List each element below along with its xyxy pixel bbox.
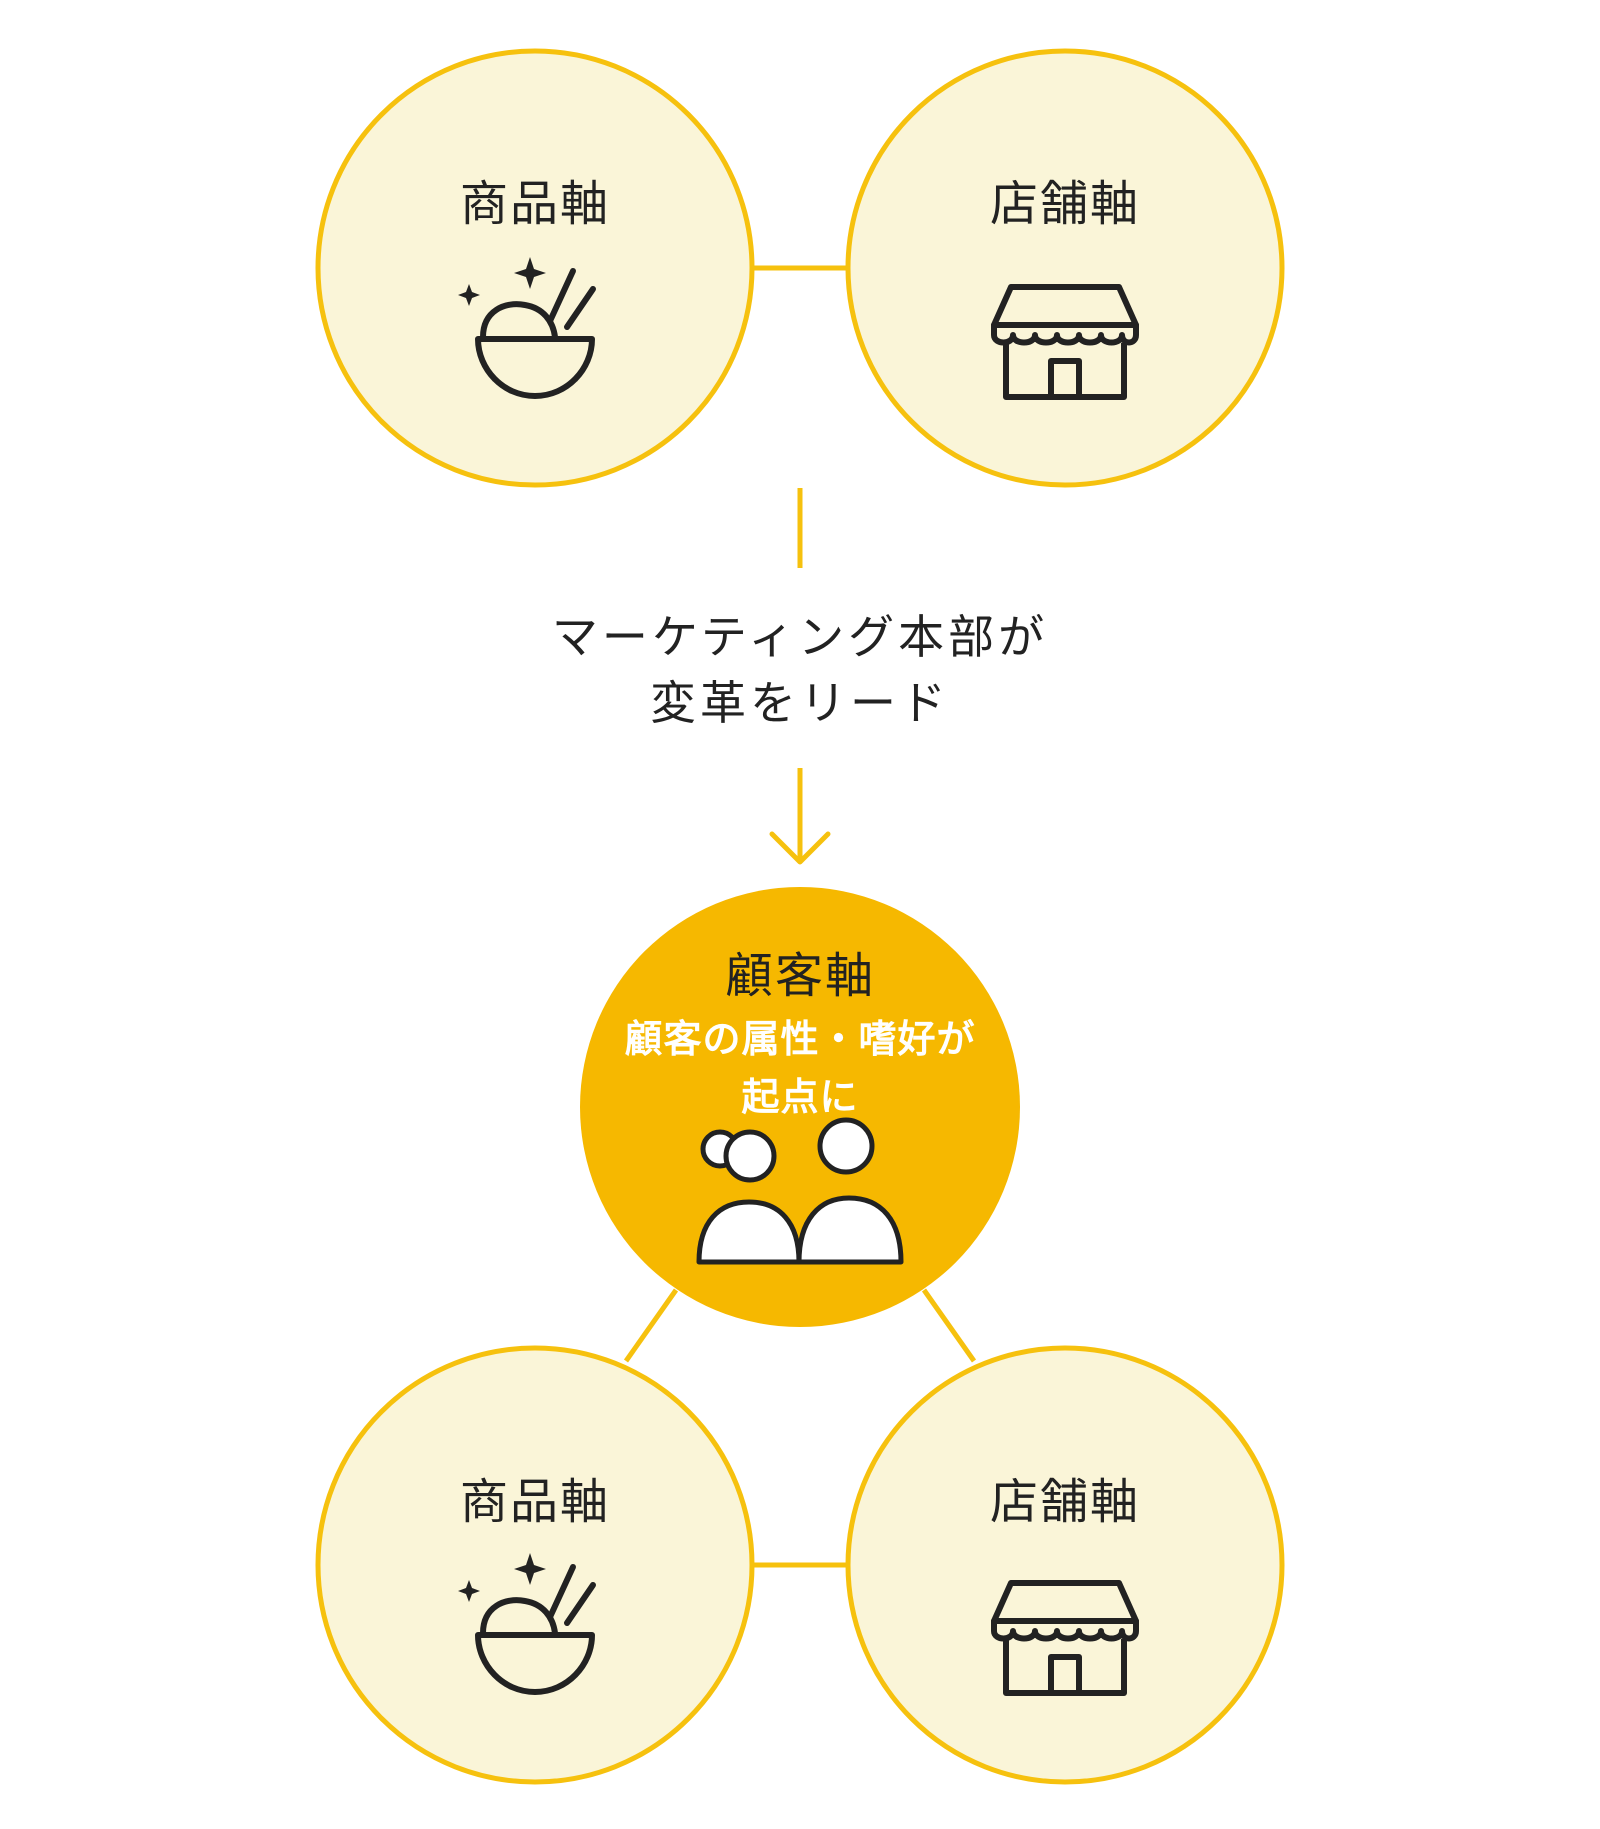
transition-line-2: 変革をリード bbox=[650, 676, 950, 730]
before-store-axis-label: 店舗軸 bbox=[989, 176, 1140, 232]
before-product-circle bbox=[315, 48, 755, 488]
before-product-axis-label: 商品軸 bbox=[459, 176, 610, 232]
customer-axis-circle bbox=[580, 887, 1020, 1327]
customer-axis-subtitle: 顧客の属性・嗜好が 起点に bbox=[580, 1010, 1020, 1126]
center-to-product-connector bbox=[623, 1288, 679, 1363]
after-product-circle bbox=[315, 1345, 755, 1785]
transition-line-1: マーケティング本部が bbox=[551, 610, 1049, 664]
before-store-circle bbox=[845, 48, 1285, 488]
customer-axis-title: 顧客軸 bbox=[724, 948, 875, 1004]
after-store-circle bbox=[845, 1345, 1285, 1785]
customer-axis-subtitle-line-2: 起点に bbox=[741, 1075, 859, 1119]
center-to-store-connector bbox=[921, 1288, 977, 1363]
after-store-axis-label: 店舗軸 bbox=[989, 1474, 1140, 1530]
transition-arrow-head bbox=[769, 831, 831, 865]
customer-axis-subtitle-line-1: 顧客の属性・嗜好が bbox=[624, 1017, 976, 1061]
transition-text: マーケティング本部が 変革をリード bbox=[0, 604, 1600, 736]
after-product-axis-label: 商品軸 bbox=[459, 1474, 610, 1530]
